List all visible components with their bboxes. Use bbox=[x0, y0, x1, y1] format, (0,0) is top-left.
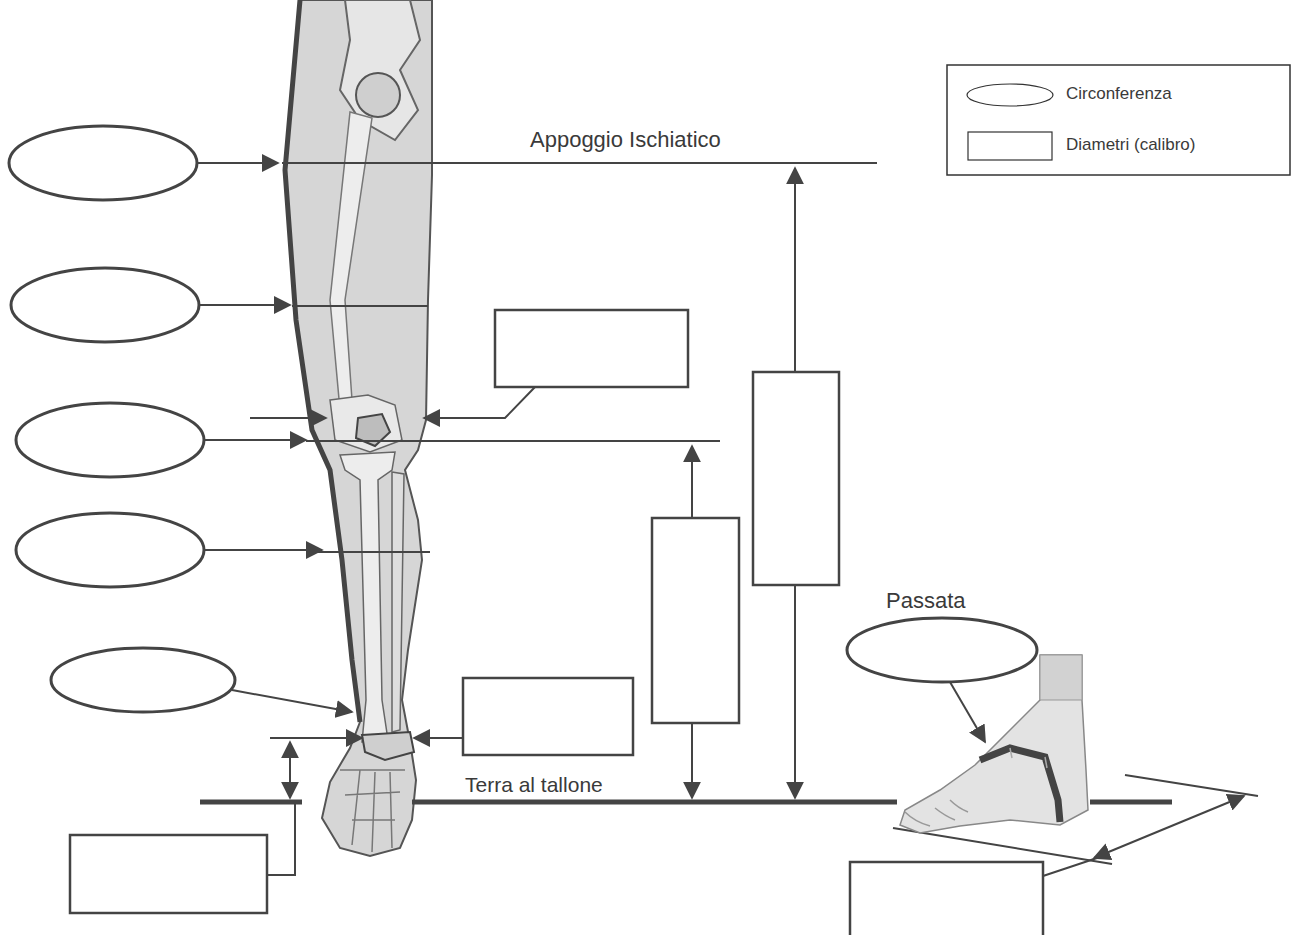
field-title: Passata bbox=[886, 589, 966, 613]
leader-arrow bbox=[197, 163, 1258, 876]
legend-text: Circonferenza bbox=[1066, 85, 1172, 104]
leg-illustration bbox=[285, 0, 432, 856]
legend-text: Diametri (calibro) bbox=[1066, 136, 1195, 155]
diameter-field bbox=[70, 310, 1043, 935]
reference-label: Appoggio Ischiatico bbox=[530, 128, 721, 152]
foot-illustration bbox=[900, 655, 1088, 833]
reference-label: Terra al tallone bbox=[465, 773, 603, 796]
legend-box bbox=[947, 65, 1290, 175]
circumference-field bbox=[9, 126, 1037, 712]
